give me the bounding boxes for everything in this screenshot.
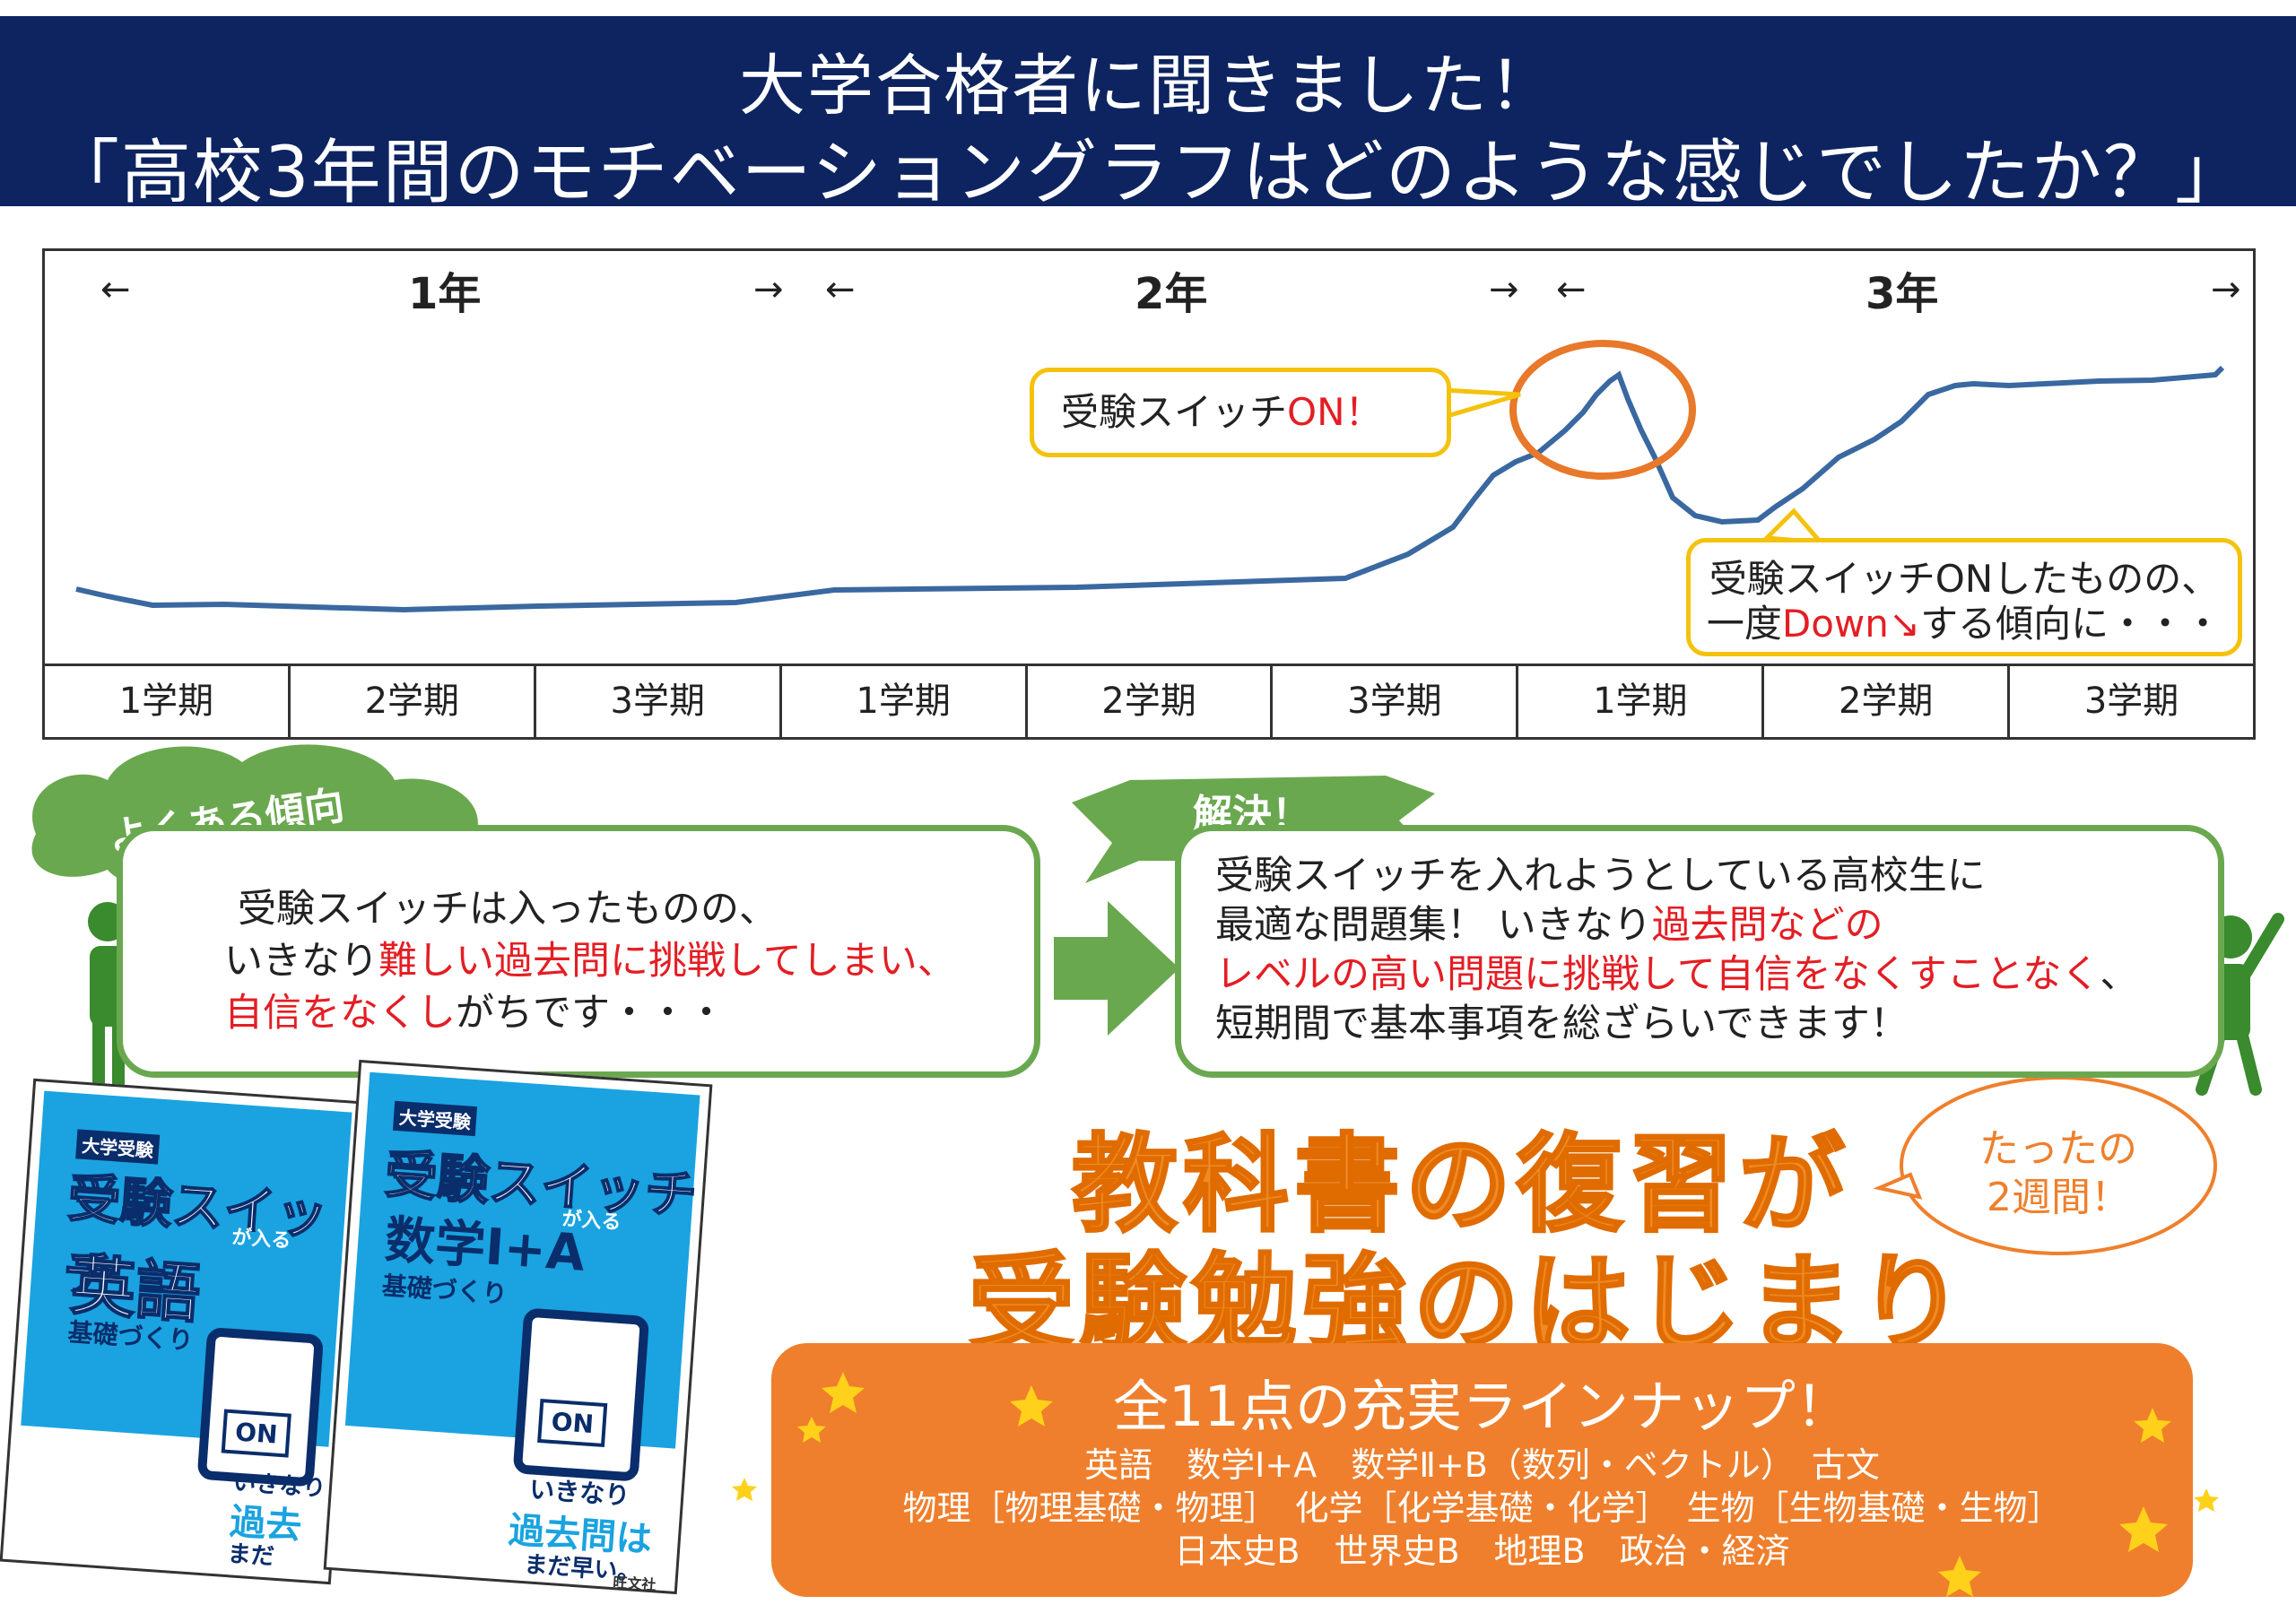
callout-down-text-a: 一度 <box>1706 602 1782 646</box>
peak-highlight-circle <box>1509 340 1696 480</box>
book-math: 大学受験 受験スイッチ が入る 数学Ⅰ+A 基礎づくり ON いきなり 過去問は… <box>323 1059 713 1595</box>
star-icon <box>2134 1408 2171 1443</box>
header-banner: 大学合格者に聞きました！ 「高校3年間のモチベーショングラフはどのような感じでし… <box>0 16 2296 213</box>
solution-line2-text: 最適な問題集！ いきなり <box>1215 903 1652 948</box>
solution-line3-red: レベルの高い問題に挑戦して自信をなくすことなく <box>1215 952 2100 997</box>
arrow-left-icon: ← <box>1556 269 1587 310</box>
callout-down: 受験スイッチONしたものの、 一度Down↘する傾向に・・・ <box>1686 538 2242 656</box>
lineup-panel: 全11点の充実ラインナップ！ 英語 数学Ⅰ+A 数学Ⅱ+B（数列・ベクトル） 古… <box>771 1343 2193 1597</box>
term-row: 1学期 2学期 3学期 1学期 2学期 3学期 1学期 2学期 3学期 <box>42 666 2256 740</box>
solution-line3-text: 、 <box>2100 952 2139 997</box>
star-icon <box>732 1478 757 1501</box>
year-label-2: 2年 <box>1135 269 1208 319</box>
term-cell: 1学期 <box>778 666 1025 737</box>
speech-bubble-text: たったの 2週間！ <box>1979 1126 2137 1220</box>
term-cell: 3学期 <box>2007 666 2253 737</box>
book-english: 大学受験 受験スイッチ が入る 英語 基礎づくり ON いきなり 過去 まだ <box>0 1078 365 1585</box>
term-cell: 1学期 <box>118 681 214 722</box>
callout-on-text: 受験スイッチ <box>1061 390 1288 434</box>
term-cell: 2学期 <box>287 666 534 737</box>
book-footer3: まだ <box>226 1540 275 1571</box>
arrow-right-icon: → <box>1489 269 1519 310</box>
star-icon <box>797 1417 826 1443</box>
book-publisher: 旺文社 <box>612 1574 657 1594</box>
motivation-chart <box>42 248 2256 666</box>
solution-line1: 受験スイッチを入れようとしている高校生に <box>1215 854 1986 898</box>
solution-line4: 短期間で基本事項を総ざらいできます！ <box>1215 1002 1909 1046</box>
arrow-left-icon: ← <box>100 269 131 310</box>
trend-line3-text: がちです・・・ <box>456 991 726 1036</box>
trend-line1: 受験スイッチは入ったものの、 <box>238 887 778 932</box>
term-cell: 2学期 <box>1761 666 2007 737</box>
year-label-1: 1年 <box>408 269 482 319</box>
tablet-icon <box>196 1326 325 1488</box>
solution-box <box>1175 825 2224 1078</box>
banner-title-line2: 「高校3年間のモチベーショングラフはどのような感じでしたか？」 <box>48 133 2248 213</box>
trend-line3-red: 自信をなくし <box>224 991 456 1036</box>
star-icon <box>1938 1556 1981 1597</box>
trend-line2-text: いきなり <box>224 939 378 984</box>
tablet-icon <box>512 1307 650 1482</box>
term-cell: 2学期 <box>1024 666 1271 737</box>
banner-title-line1: 大学合格者に聞きました！ <box>739 48 1557 125</box>
lineup-row-3: 日本史B 世界史B 地理B 政治・経済 <box>1174 1531 1790 1571</box>
star-icon <box>822 1372 865 1413</box>
term-cell: 3学期 <box>1270 666 1516 737</box>
callout-down-red: Down↘ <box>1781 602 1921 646</box>
solution-line3: レベルの高い問題に挑戦して自信をなくすことなく、 <box>1215 949 2138 1001</box>
callout-down-line1: 受験スイッチONしたものの、 <box>1709 557 2220 601</box>
trend-line2-red: 難しい過去問に挑戦してしまい、 <box>378 939 956 984</box>
arrow-left-icon: ← <box>825 269 856 310</box>
motivation-line <box>75 365 2225 613</box>
on-button-icon: ON <box>537 1398 608 1448</box>
solution-line2: 最適な問題集！ いきなり過去問などの <box>1215 899 1883 951</box>
callout-switch-on: 受験スイッチON！ <box>1030 368 1451 457</box>
lineup-row-2: 物理［物理基礎・物理］ 化学［化学基礎・化学］ 生物［生物基礎・生物］ <box>902 1488 2062 1528</box>
callout-on-red: ON！ <box>1287 390 1383 434</box>
callout-down-line2: 一度Down↘する傾向に・・・ <box>1691 602 2238 646</box>
arrow-right-icon: → <box>753 269 784 310</box>
arrow-right-green-icon <box>1054 901 1179 1036</box>
solution-line2-red: 過去問などの <box>1651 903 1883 948</box>
trend-line2: いきなり難しい過去問に挑戦してしまい、 <box>224 935 956 987</box>
speech-bubble <box>1900 1076 2217 1255</box>
headline-line1: 教科書の復習が <box>1070 1122 1851 1248</box>
lineup-title: 全11点の充実ラインナップ！ <box>1113 1374 1851 1439</box>
star-icon <box>2194 1488 2219 1512</box>
star-icon <box>1010 1385 1053 1427</box>
on-button-icon: ON <box>221 1409 292 1458</box>
speech-bubble-tail <box>1873 1172 1923 1200</box>
book-series: 大学受験 <box>392 1100 478 1137</box>
arrow-right-icon: → <box>2211 269 2241 310</box>
term-cell: 3学期 <box>533 666 779 737</box>
lineup-row-1: 英語 数学Ⅰ+A 数学Ⅱ+B（数列・ベクトル） 古文 <box>1084 1445 1880 1485</box>
term-cell: 1学期 <box>1516 666 1761 737</box>
year-label-3: 3年 <box>1866 269 1939 319</box>
book-title-small: が入る <box>230 1226 292 1253</box>
trend-line3: 自信をなくしがちです・・・ <box>224 987 726 1039</box>
star-icon <box>2119 1506 2168 1552</box>
callout-down-text-b: する傾向に・・・ <box>1920 602 2222 646</box>
